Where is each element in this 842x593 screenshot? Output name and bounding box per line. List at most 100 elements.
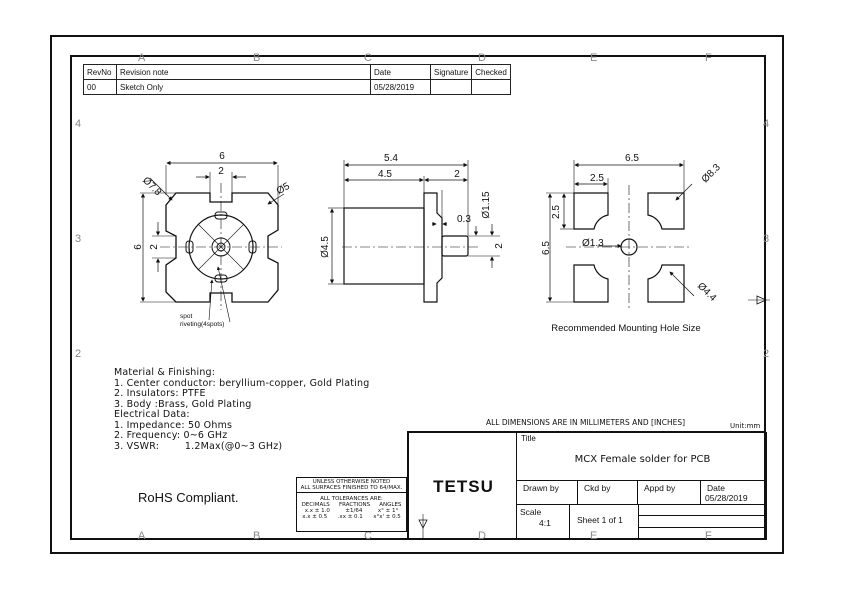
material-notes: Material & Finishing: 1. Center conducto… xyxy=(114,367,370,452)
note-line: 3. VSWR: 1.2Max(@0~3 GHz) xyxy=(114,440,283,452)
drawn-by-cell: Drawn by xyxy=(516,480,578,505)
tolerance-val: .xx ± 0.1 xyxy=(337,514,363,520)
zone-top-f: F xyxy=(705,52,712,64)
company-cell: TETSU xyxy=(408,432,517,540)
drawn-by-label: Drawn by xyxy=(523,483,559,493)
note-spot: spot xyxy=(180,313,192,320)
zone-top-d: D xyxy=(478,52,486,64)
tolerance-row: x.x ± 0.5 .xx ± 0.1 x°x' ± 0.5 xyxy=(297,514,406,520)
note-line: 1. Center conductor: beryllium-copper, G… xyxy=(114,377,370,389)
frame-triangles xyxy=(418,295,770,538)
dim-side-flange: 2 xyxy=(454,169,460,180)
dim-mount-dia-tr: Ø8.3 xyxy=(700,162,723,185)
zone-bottom-a: A xyxy=(138,530,146,542)
appd-by-label: Appd by xyxy=(644,483,676,493)
tolerance-line: UNLESS OTHERWISE NOTED xyxy=(312,479,391,485)
rev-cell: 00 xyxy=(83,79,117,95)
scale-label: Scale xyxy=(520,507,542,517)
tolerance-col-head: ANGLES xyxy=(379,502,402,508)
zone-right-2: 2 xyxy=(763,348,770,360)
note-riveting: riveting(4spots) xyxy=(180,321,224,328)
tolerance-col-head: DECIMALS xyxy=(301,502,330,508)
tolerance-val: x.x ± 0.5 xyxy=(302,514,328,520)
ckd-by-cell: Ckd by xyxy=(577,480,638,505)
zone-right-4: 4 xyxy=(763,118,770,130)
dim-side-body: 4.5 xyxy=(378,169,392,180)
zone-top-e: E xyxy=(590,52,598,64)
zone-right-3: 3 xyxy=(763,233,770,245)
title-block: TETSU Title MCX Female solder for PCB Dr… xyxy=(407,431,767,540)
zone-left-4: 4 xyxy=(75,118,82,130)
zone-bottom-b: B xyxy=(253,530,261,542)
rev-cell xyxy=(429,79,473,95)
tolerance-header: UNLESS OTHERWISE NOTED ALL SURFACES FINI… xyxy=(297,478,406,493)
dim-front-width: 6 xyxy=(219,151,225,162)
dim-front-left-inner: 2 xyxy=(149,244,160,250)
blank-cell xyxy=(638,527,767,540)
dim-front-inner: 2 xyxy=(218,166,224,177)
tolerance-columns: DECIMALS FRACTIONS ANGLES xyxy=(297,502,406,508)
dim-side-gap: 0.3 xyxy=(457,214,471,225)
zone-top-c: C xyxy=(364,52,372,64)
title-label: Title xyxy=(521,434,536,443)
sheet-cell: Sheet 1 of 1 xyxy=(569,504,639,540)
note-line: 1. Impedance: 50 Ohms xyxy=(114,419,233,431)
rev-cell xyxy=(471,79,511,95)
tolerance-row: x.x ± 1.0 ±1/64 x° ± 1° xyxy=(297,508,406,514)
company-logo: TETSU xyxy=(433,477,494,496)
drawing-outer-border xyxy=(50,35,784,554)
zone-top-a: A xyxy=(138,52,146,64)
tolerance-val: x°x' ± 0.5 xyxy=(373,514,401,520)
dim-mount-height: 6.5 xyxy=(541,241,552,255)
note-line: Electrical Data: xyxy=(114,409,190,420)
zone-bottom-e: E xyxy=(590,530,598,542)
title-cell: Title MCX Female solder for PCB xyxy=(516,432,767,481)
dim-front-dia-tl: Ø7.8 xyxy=(140,175,163,198)
scale-value: 4:1 xyxy=(539,518,551,528)
ckd-by-label: Ckd by xyxy=(584,483,611,493)
mounting-caption: Recommended Mounting Hole Size xyxy=(551,323,700,334)
date-value: 05/28/2019 xyxy=(705,493,748,503)
appd-by-cell: Appd by xyxy=(637,480,701,505)
side-view xyxy=(328,160,500,303)
mounting-hole-view xyxy=(546,160,695,310)
date-cell: Date 05/28/2019 xyxy=(700,480,767,505)
rohs-compliance: RoHS Compliant. xyxy=(138,490,239,505)
tolerance-block: UNLESS OTHERWISE NOTED ALL SURFACES FINI… xyxy=(296,477,407,532)
note-line: 2. Insulators: PTFE xyxy=(114,388,206,399)
dim-side-dia-pin: Ø1.15 xyxy=(481,191,492,219)
tolerance-line: ALL SURFACES FINISHED TO 64/MAX. xyxy=(300,485,403,491)
tolerance-val: x° ± 1° xyxy=(377,508,399,514)
dim-mount-vert: 2.5 xyxy=(551,205,562,219)
scale-cell: Scale 4:1 xyxy=(516,504,570,540)
units-label: Unit:mm xyxy=(730,422,761,430)
mounting-view-labels: 6.5 2.5 Ø8.3 2.5 6.5 Ø1.3 Ø4.4 Recommend… xyxy=(541,153,723,334)
tolerance-line: ALL TOLERANCES ARE: xyxy=(320,496,383,502)
side-view-labels: 5.4 4.5 2 Ø1.15 0.3 Ø4.5 2 xyxy=(320,153,505,258)
front-view xyxy=(140,160,285,323)
dim-side-overall: 5.4 xyxy=(384,153,398,164)
table-row: 00 Sketch Only 05/28/2019 xyxy=(83,79,511,95)
dim-mount-center-hole: Ø1.3 xyxy=(582,238,604,249)
revision-table: RevNo Revision note Date Signature Check… xyxy=(83,64,511,95)
date-label: Date xyxy=(707,483,725,493)
dim-front-height: 6 xyxy=(133,244,144,250)
note-line: Material & Finishing: xyxy=(114,367,216,378)
note-line: 3. Body :Brass, Gold Plating xyxy=(114,398,252,410)
dim-mount-offset: 2.5 xyxy=(590,173,604,184)
dim-front-dia-tr: Ø5 xyxy=(275,181,292,197)
zone-bottom-c: C xyxy=(364,530,372,542)
dimension-note: ALL DIMENSIONS ARE IN MILLIMETERS AND [I… xyxy=(486,418,686,427)
zone-bottom-f: F xyxy=(705,530,712,542)
zone-left-2: 2 xyxy=(75,348,82,360)
zone-bottom-d: D xyxy=(478,530,486,542)
dim-side-pin-h: 2 xyxy=(494,243,505,249)
dim-side-dia-body: Ø4.5 xyxy=(320,236,331,258)
tolerance-val: x.x ± 1.0 xyxy=(304,508,330,514)
note-line: 2. Frequency: 0~6 GHz xyxy=(114,430,228,441)
dim-mount-dia-br: Ø4.4 xyxy=(695,281,718,304)
sheet-value: Sheet 1 of 1 xyxy=(577,515,623,525)
tolerance-val: ±1/64 xyxy=(345,508,363,514)
dim-mount-width: 6.5 xyxy=(625,153,639,164)
